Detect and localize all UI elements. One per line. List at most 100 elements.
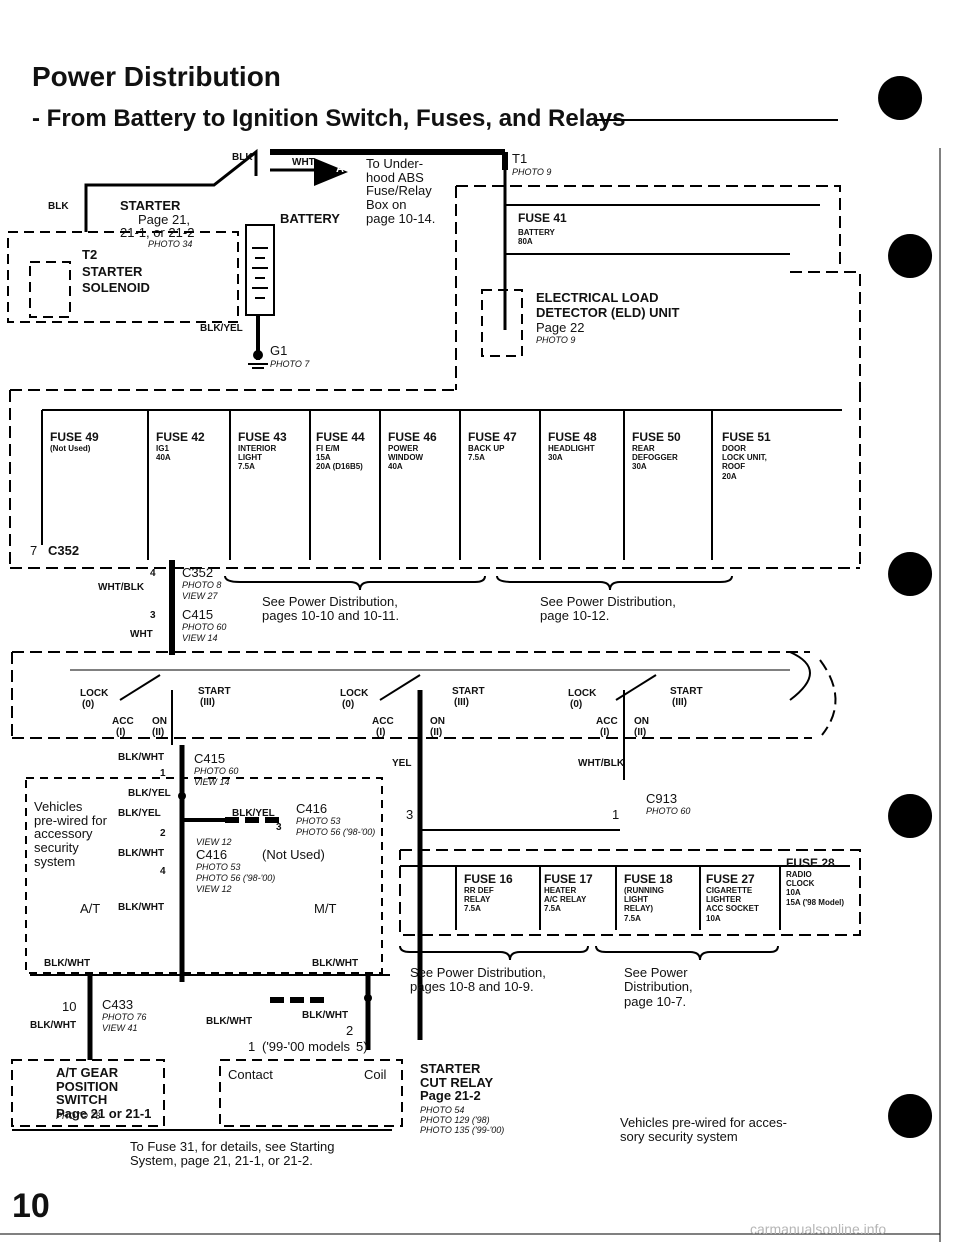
lock-label: LOCK: [80, 688, 109, 699]
fuse-amp: 7.5A: [464, 904, 481, 914]
c416b-photo: PHOTO 53: [196, 862, 241, 872]
fuse-amp: 20A (D16B5): [316, 462, 363, 472]
starter-cut-relay: STARTER CUT RELAY Page 21-2: [420, 1061, 494, 1104]
fuse-46: FUSE 46 POWER WINDOW 40A: [388, 430, 437, 472]
lock-pos: (0): [570, 699, 583, 710]
abs-note: To Under- hood ABS Fuse/Relay Box on pag…: [366, 156, 436, 226]
fuse-27: FUSE 27 CIGARETTE LIGHTER ACC SOCKET 10A: [706, 872, 759, 923]
pin-2: 2: [346, 1023, 354, 1038]
c415-photo: PHOTO 60: [182, 622, 227, 632]
fuse-43: FUSE 43 INTERIOR LIGHT 7.5A: [238, 430, 287, 472]
wire-color-blkwht: BLK/WHT: [312, 958, 359, 969]
c416b-label: C416: [196, 847, 228, 862]
fuse-amp: 40A: [156, 453, 171, 463]
acc-pos: (I): [116, 727, 126, 738]
wire-color-whtblk: WHT/BLK: [98, 582, 145, 593]
c913-label: C913: [646, 791, 678, 806]
c352b-label: C352: [182, 565, 214, 580]
on-pos: (II): [430, 727, 443, 738]
fuse-desc: (Not Used): [50, 444, 91, 453]
wire-color-whtblk: WHT/BLK: [578, 758, 625, 769]
acc-pos: (I): [376, 727, 386, 738]
fuse-name: FUSE 50: [632, 430, 681, 444]
on-pos: (II): [152, 727, 165, 738]
lock-pos: (0): [342, 699, 355, 710]
fuse-name: FUSE 51: [722, 430, 771, 444]
c913-photo: PHOTO 60: [646, 806, 691, 816]
eld-page: Page 22: [536, 320, 585, 335]
wire-color-blkwht: BLK/WHT: [118, 848, 165, 859]
pin-4: 4: [150, 568, 156, 579]
to-fuse-31-note: To Fuse 31, for details, see Starting Sy…: [130, 1139, 335, 1169]
wire-color-blkwht: BLK/WHT: [30, 1020, 77, 1031]
fuse-name: FUSE 27: [706, 872, 755, 886]
fuse-name: FUSE 16: [464, 872, 513, 886]
c416-view: VIEW 12: [196, 837, 232, 847]
fuse-desc: HEATER A/C RELAY: [544, 886, 587, 905]
fuse-name: FUSE 48: [548, 430, 597, 444]
fuse-name: FUSE 44: [316, 430, 365, 444]
circle-icon: [878, 76, 923, 120]
fuse-name: FUSE 46: [388, 430, 437, 444]
fuse-17: FUSE 17 HEATER A/C RELAY 7.5A: [544, 872, 593, 914]
circle-icon: [888, 1094, 933, 1138]
c352-label: C352: [48, 543, 80, 558]
acc-label: ACC: [372, 716, 394, 727]
see-power-distribution-10-12: See Power Distribution, page 10-12.: [540, 594, 676, 624]
fuse-desc: DOOR LOCK UNIT, ROOF: [722, 444, 767, 472]
fuse-amp: 20A: [722, 471, 737, 481]
on-label: ON: [430, 716, 445, 727]
fuse-name: FUSE 18: [624, 872, 673, 886]
pin-3: 3: [276, 822, 282, 833]
see-power-distribution-10-7: See Power Distribution, page 10-7.: [624, 965, 693, 1009]
circle-icon: [888, 794, 933, 838]
fuse-desc: RADIO CLOCK 10A: [786, 870, 815, 898]
pin-1b: 1: [612, 807, 620, 822]
fuse-amp: 10A: [706, 913, 721, 923]
mt-label: M/T: [314, 901, 337, 916]
models-pin: 5): [356, 1039, 368, 1054]
c416b-not-used: (Not Used): [262, 847, 325, 862]
battery-label: BATTERY: [280, 211, 340, 226]
g1-label: G1: [270, 343, 288, 358]
fuse-51: FUSE 51 DOOR LOCK UNIT, ROOF 20A: [722, 430, 771, 481]
fuse-amp: 30A: [632, 462, 647, 472]
t1-photo: PHOTO 9: [512, 167, 552, 177]
fuse-name: FUSE 43: [238, 430, 287, 444]
fuse-50: FUSE 50 REAR DEFOGGER 30A: [632, 430, 681, 472]
fuse-42: FUSE 42 IG1 40A: [156, 430, 205, 462]
fuse-desc: POWER WINDOW: [388, 444, 424, 463]
connector-a-marker: A: [336, 163, 344, 175]
fuse-desc: RR DEF RELAY: [464, 886, 494, 905]
subtitle-text: From Battery to Ignition Switch, Fuses, …: [46, 105, 626, 132]
at-gear-position-switch: A/T GEAR POSITION SWITCH Page 21 or 21-1: [56, 1065, 152, 1121]
pin-3b: 3: [406, 807, 414, 822]
fuse-47: FUSE 47 BACK UP 7.5A: [468, 430, 517, 462]
wire-color-blkwht: BLK/WHT: [118, 902, 165, 913]
see-power-distribution-10-10: See Power Distribution, pages 10-10 and …: [262, 594, 400, 624]
c416b-photo-2: PHOTO 56 ('98-'00): [196, 873, 276, 883]
eld-photo: PHOTO 9: [536, 335, 576, 345]
fuse-28: FUSE 28 RADIO CLOCK 10A 15A ('98 Model): [786, 856, 844, 907]
fuse-name: FUSE 17: [544, 872, 593, 886]
fuse-amp: 7.5A: [468, 453, 485, 463]
fuse-name: FUSE 47: [468, 430, 517, 444]
wire-color-blkwht: BLK/WHT: [302, 1010, 349, 1021]
starter-photo: PHOTO 34: [148, 239, 193, 249]
start-pos: (III): [454, 697, 469, 708]
starter-page: Page 21,: [138, 212, 191, 227]
wire-color-blkwht: BLK/WHT: [206, 1016, 253, 1027]
start-label: START: [198, 686, 231, 697]
wire-color-blk: BLK: [48, 201, 69, 212]
acc-label: ACC: [596, 716, 618, 727]
fuse-desc: REAR DEFOGGER: [632, 444, 678, 463]
t2-label: T2: [82, 247, 98, 262]
pin-3: 3: [150, 610, 156, 621]
lock-pos: (0): [82, 699, 95, 710]
abs-arrow: [314, 158, 348, 186]
wire-color-wht: WHT: [130, 629, 153, 640]
pin-1: 1: [248, 1039, 256, 1054]
fuse-desc: CIGARETTE LIGHTER ACC SOCKET: [706, 886, 759, 914]
c415-view: VIEW 14: [182, 633, 218, 643]
fuse41-amp: 80A: [518, 237, 533, 246]
